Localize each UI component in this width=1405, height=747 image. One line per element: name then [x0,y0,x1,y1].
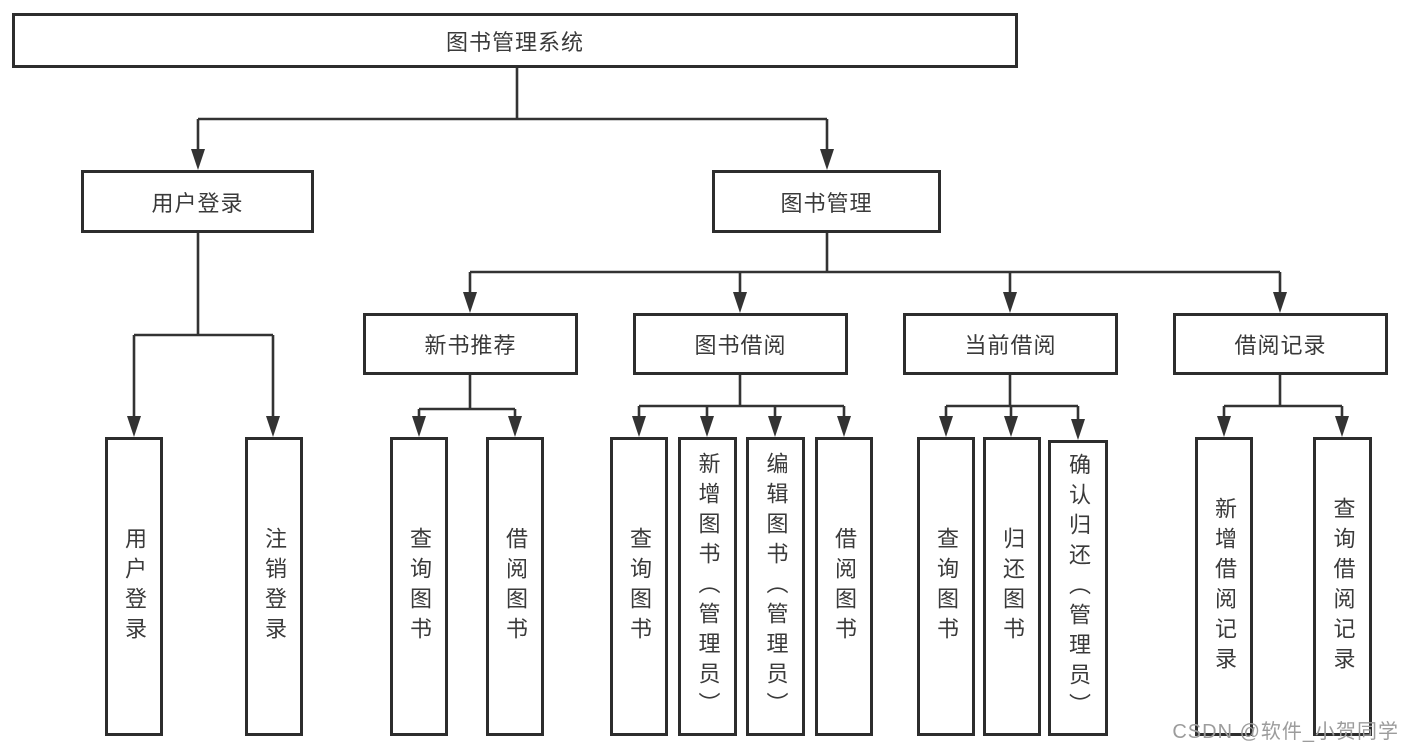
leaf-newbook-query-books: 查询图书 [390,437,448,736]
leaf-records-add-record: 新增借阅记录 [1195,437,1253,736]
leaf-logout: 注销登录 [245,437,303,736]
leaf-records-query-record-label: 查询借阅记录 [1330,496,1356,677]
leaf-newbook-borrow-books-label: 借阅图书 [503,526,528,647]
csdn-watermark: CSDN @软件_小贺同学 [1172,721,1399,743]
leaf-current-confirm-return-admin-label: 确认归还（管理员） [1066,453,1091,723]
node-book-borrow: 图书借阅 [633,313,848,375]
leaf-borrow-add-books-admin: 新增图书（管理员） [678,437,737,736]
node-book-management: 图书管理 [712,170,941,233]
node-library-management-system: 图书管理系统 [12,13,1018,68]
leaf-records-query-record: 查询借阅记录 [1313,437,1372,736]
leaf-newbook-query-books-label: 查询图书 [407,526,432,647]
leaf-borrow-borrow-books: 借阅图书 [815,437,873,736]
leaf-newbook-borrow-books: 借阅图书 [486,437,544,736]
arrowhead-group [127,149,1349,440]
node-borrow-records-label: 借阅记录 [1234,333,1327,358]
node-book-borrow-label: 图书借阅 [694,333,787,358]
leaf-records-add-record-label: 新增借阅记录 [1212,496,1237,677]
leaf-current-return-books-label: 归还图书 [1000,526,1025,647]
node-library-management-system-label: 图书管理系统 [445,29,584,55]
node-user-login: 用户登录 [81,170,314,233]
leaf-current-confirm-return-admin: 确认归还（管理员） [1048,440,1108,736]
node-current-borrow: 当前借阅 [903,313,1118,375]
node-new-book-recommend: 新书推荐 [363,313,578,375]
node-current-borrow-label: 当前借阅 [964,333,1057,358]
leaf-logout-label: 注销登录 [262,526,287,647]
node-user-login-label: 用户登录 [151,190,244,216]
leaf-borrow-query-books-label: 查询图书 [627,526,652,647]
leaf-user-login-label: 用户登录 [122,526,147,647]
leaf-borrow-query-books: 查询图书 [610,437,668,736]
leaf-borrow-borrow-books-label: 借阅图书 [832,526,857,647]
leaf-borrow-add-books-admin-label: 新增图书（管理员） [695,451,721,722]
leaf-current-query-books-label: 查询图书 [934,526,959,647]
leaf-current-query-books: 查询图书 [917,437,975,736]
leaf-borrow-edit-books-admin: 编辑图书（管理员） [746,437,805,736]
leaf-user-login: 用户登录 [105,437,163,736]
node-book-management-label: 图书管理 [780,190,873,216]
node-borrow-records: 借阅记录 [1173,313,1388,375]
leaf-borrow-edit-books-admin-label: 编辑图书（管理员） [763,451,789,722]
leaf-current-return-books: 归还图书 [983,437,1041,736]
node-new-book-recommend-label: 新书推荐 [424,333,517,358]
